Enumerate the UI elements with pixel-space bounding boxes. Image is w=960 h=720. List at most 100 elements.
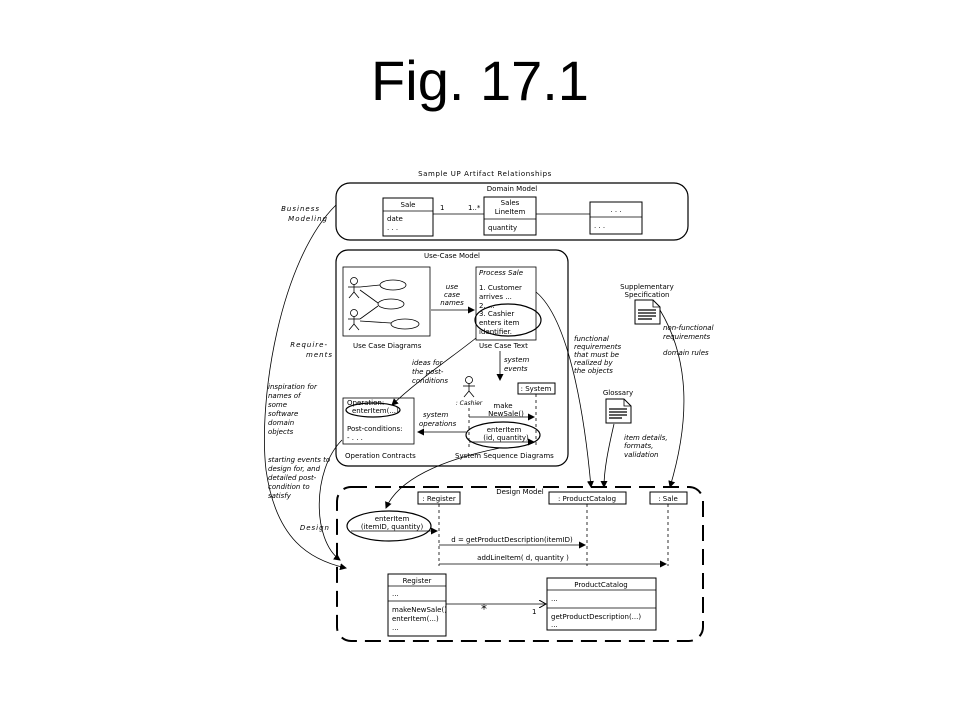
ideas-arrow xyxy=(391,337,477,406)
ideas-note-2: the post- xyxy=(412,368,444,376)
inspiration-note-4: software xyxy=(268,410,298,418)
actor-icon-2 xyxy=(348,309,360,331)
catalog-class-box xyxy=(546,577,657,631)
use-case-oval-3 xyxy=(390,318,420,330)
glossary-note-2: formats, xyxy=(624,442,653,450)
add-line-item-label: addLineItem( d, quantity ) xyxy=(477,554,569,562)
use-case-model-frame xyxy=(335,249,569,467)
uc-text-line-6: identifier. xyxy=(479,328,512,336)
association-mult-1: 1 xyxy=(440,204,444,212)
supp-title-2: Specification xyxy=(625,291,670,299)
uc-text-line-3: 2. ... xyxy=(479,302,495,310)
functional-note-3: that must be xyxy=(574,351,619,359)
oc-dots: - . . . xyxy=(347,434,363,442)
register-class-box xyxy=(387,573,447,637)
operation-contract-box xyxy=(342,397,415,445)
system-events-note-2: events xyxy=(504,365,528,373)
functional-note-5: the objects xyxy=(574,367,613,375)
functional-note-2: requirements xyxy=(574,343,622,351)
design-model-frame xyxy=(336,486,704,642)
use-case-text-box xyxy=(475,266,537,341)
use-case-diagram-box xyxy=(342,266,431,337)
annotation-notes: functional requirements that must be rea… xyxy=(268,335,622,500)
oc-post: Post-conditions: xyxy=(347,425,403,433)
document-icon-glossary xyxy=(605,398,632,424)
use-case-text-label: Use Case Text xyxy=(479,342,528,350)
ssd-enter-item-1: enterItem xyxy=(487,426,522,434)
starting-note-2: design for, and xyxy=(268,465,321,473)
supp-title-1: Supplementary xyxy=(620,283,674,291)
uc-names-note-2: case xyxy=(444,291,460,299)
uc-text-line-2: arrives ... xyxy=(479,293,512,301)
ideas-note-1: ideas for xyxy=(412,359,444,367)
glossary: Glossary item details, formats, validati… xyxy=(603,389,668,459)
glossary-note-1: item details, xyxy=(624,434,668,442)
discipline-labels: Business Modeling Require- ments Design xyxy=(281,205,333,532)
slide-title: Fig. 17.1 xyxy=(371,49,589,112)
sli-attr-quantity: quantity xyxy=(488,224,517,232)
actor-icon-1 xyxy=(348,277,360,299)
uc-names-note-3: names xyxy=(440,299,464,307)
sys-ops-note-1: system xyxy=(423,411,448,419)
make-new-sale-1: make xyxy=(493,402,512,410)
association-star: * xyxy=(481,602,487,616)
sale-attr-more: . . . xyxy=(387,224,398,232)
association-mult-many: 1..* xyxy=(468,204,481,212)
system-events-note-1: system xyxy=(504,356,529,364)
inspiration-note-6: objects xyxy=(268,428,294,436)
arrow-glossary xyxy=(600,423,615,488)
nfr-note-1: non-functional xyxy=(663,324,714,332)
ideas-note-3: conditions xyxy=(412,377,448,385)
functional-note-4: realized by xyxy=(574,359,613,367)
sli-name-2: LineItem xyxy=(495,208,526,216)
uc-names-note-1: use xyxy=(446,283,458,291)
oc-highlight-oval xyxy=(345,402,401,418)
label-requirements-2: ments xyxy=(306,351,333,359)
uc-text-highlight-oval xyxy=(474,303,542,337)
catalog-class-attr: ... xyxy=(551,595,558,603)
sale-class-name: Sale xyxy=(401,201,416,209)
register-class-op2: enterItem(...) xyxy=(392,615,439,623)
glossary-title: Glossary xyxy=(603,389,633,397)
label-design: Design xyxy=(300,524,330,532)
use-case-model: Use-Case Model Use Case Diagrams use cas… xyxy=(335,249,569,467)
nfr-note-2: requirements xyxy=(663,333,711,341)
register-class-op3: ... xyxy=(392,624,399,632)
domain-model: Domain Model Sale date . . . 1 1..* Sale… xyxy=(335,182,689,241)
system-lifeline-box xyxy=(517,382,556,395)
other-class-name: . . . xyxy=(610,206,621,214)
design-enter-item-oval xyxy=(346,510,432,542)
cashier-actor xyxy=(463,376,475,398)
sale-attr-date: date xyxy=(387,215,403,223)
arrow-opcontract-to-design xyxy=(318,439,343,561)
inspiration-note-2: names of xyxy=(268,392,302,400)
register-class-attr: ... xyxy=(392,590,399,598)
design-enter-item-1: enterItem xyxy=(375,515,410,523)
arrow-supplementary xyxy=(659,309,685,488)
system-lifeline-label: : System xyxy=(521,385,552,393)
cashier-label: : Cashier xyxy=(456,400,483,407)
use-case-oval-1 xyxy=(379,279,407,291)
register-class-name: Register xyxy=(403,577,432,585)
label-business-modeling: Business xyxy=(281,205,320,213)
inspiration-note-3: some xyxy=(268,401,287,409)
design-enter-item-2: (itemID, quantity) xyxy=(361,523,424,531)
catalog-class-name: ProductCatalog xyxy=(574,581,627,589)
supplementary-spec: Supplementary Specification non-function… xyxy=(620,283,713,357)
register-class-op1: makeNewSale() xyxy=(392,606,447,614)
starting-note-1: starting events to xyxy=(268,456,330,464)
sale-lifeline-label: : Sale xyxy=(658,495,678,503)
domain-model-frame xyxy=(335,182,689,241)
sale-lifeline-box xyxy=(649,491,688,505)
document-icon-supplementary xyxy=(634,299,661,325)
sys-ops-note-2: operations xyxy=(419,420,457,428)
catalog-class-op2: ... xyxy=(551,621,558,629)
association-one: 1 xyxy=(532,608,536,616)
inspiration-note-5: domain xyxy=(268,419,294,427)
arrow-functional-req xyxy=(535,291,594,488)
oc-op-name: enterItem(...) xyxy=(352,407,399,415)
catalog-lifeline-label: : ProductCatalog xyxy=(558,495,616,503)
design-model: Design Model : Register : ProductCatalog… xyxy=(336,486,704,642)
design-model-title: Design Model xyxy=(496,488,543,496)
ssd-label: System Sequence Diagrams xyxy=(455,452,554,460)
